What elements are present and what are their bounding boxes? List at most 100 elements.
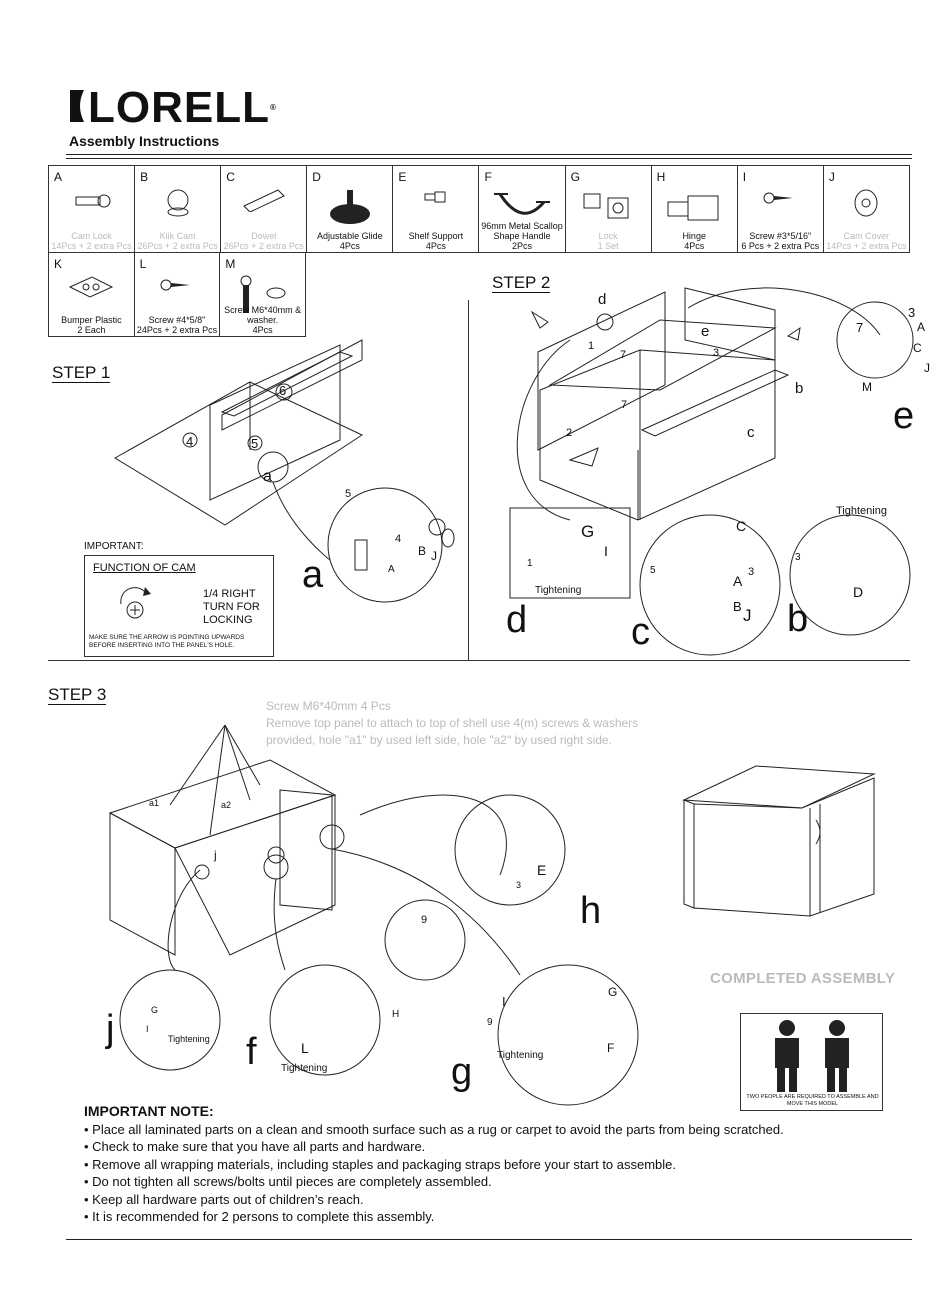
step1-label-b: B bbox=[418, 544, 427, 558]
step2-e-label-a: A bbox=[917, 320, 926, 334]
step3-j-tightening: Tightening bbox=[168, 1034, 210, 1044]
step3-instruction-3: provided, hole "a1" by used left side, h… bbox=[266, 733, 612, 747]
important-title: IMPORTANT: bbox=[84, 541, 144, 552]
part-letter: F bbox=[484, 170, 492, 184]
cam-function-note: MAKE SURE THE ARROW IS POINTING UPWARDS … bbox=[89, 634, 245, 649]
step1-num6: 6 bbox=[279, 383, 287, 398]
part-qty: 4Pcs bbox=[684, 241, 705, 251]
step2-d-tightening: Tightening bbox=[535, 585, 582, 596]
brand-logo: LORELL® bbox=[66, 86, 277, 130]
part-qty: 4Pcs bbox=[425, 241, 446, 251]
step1-callout-a: a bbox=[263, 468, 272, 485]
step2-e-label-j: J bbox=[924, 361, 930, 375]
part-letter: B bbox=[140, 170, 149, 184]
important-notes: IMPORTANT NOTE: • Place all laminated pa… bbox=[84, 1103, 884, 1225]
registered-mark: ® bbox=[269, 103, 277, 112]
step2-callout-d: d bbox=[598, 291, 607, 308]
part-qty: 14Pcs + 2 extra Pcs bbox=[826, 241, 907, 251]
step3-detail-h: h bbox=[580, 890, 602, 932]
cam-rotate-icon bbox=[115, 587, 151, 620]
part-letter: G bbox=[570, 170, 580, 184]
step3-j-label-i: I bbox=[146, 1024, 149, 1034]
step2-c-label-b: B bbox=[733, 599, 742, 614]
step3-instruction-2: Remove top panel to attach to top of she… bbox=[266, 716, 639, 730]
step3-detail-j: j bbox=[106, 1008, 115, 1050]
cam-line-2: TURN FOR bbox=[203, 601, 260, 613]
part-qty: 1 Set bbox=[597, 241, 619, 251]
part-name: Shelf Support bbox=[408, 231, 464, 241]
step2-detail-b: b bbox=[787, 598, 809, 640]
part-letter: K bbox=[54, 257, 63, 271]
part-letter: C bbox=[226, 170, 235, 184]
cam-line-3: LOCKING bbox=[203, 614, 253, 626]
two-people-warning: TWO PEOPLE ARE REQUIRED TO ASSEMBLE AND … bbox=[740, 1013, 883, 1111]
document-subtitle: Assembly Instructions bbox=[69, 133, 220, 149]
cam-function-box: FUNCTION OF CAM 1/4 RIGHT TURN FOR LOCKI… bbox=[84, 555, 274, 657]
step2-c-label-j: J bbox=[743, 606, 752, 625]
note-item-5: • Keep all hardware parts out of childre… bbox=[84, 1191, 364, 1207]
step2-c-label-a: A bbox=[733, 573, 743, 589]
step3-g-label-g: G bbox=[608, 985, 618, 999]
step3-g-label-f: F bbox=[607, 1041, 615, 1055]
step2-e-label-m: M bbox=[862, 380, 872, 394]
part-letter: I bbox=[742, 170, 747, 184]
part-qty: 6 Pcs + 2 extra Pcs bbox=[741, 241, 820, 251]
part-name: Screw #3*5/16" bbox=[749, 231, 812, 241]
step1-detail-a: a bbox=[302, 554, 324, 596]
header-rule bbox=[66, 154, 912, 155]
step2-bottom-rule bbox=[48, 660, 910, 661]
part-letter: D bbox=[312, 170, 321, 184]
cam-lock-icon bbox=[72, 188, 112, 219]
step2-diagram bbox=[470, 280, 945, 660]
part-qty: 4Pcs bbox=[339, 241, 360, 251]
part-name: Dowel bbox=[251, 231, 277, 241]
part-qty: 4Pcs bbox=[252, 325, 273, 335]
step1-label-a-part: A bbox=[388, 564, 395, 575]
step3-title: STEP 3 bbox=[48, 685, 107, 705]
cam-cover-icon bbox=[851, 188, 881, 223]
step1-diagram bbox=[100, 330, 470, 650]
completed-assembly-label: COMPLETED ASSEMBLY bbox=[710, 970, 896, 987]
step3-j-label-g: G bbox=[151, 1005, 159, 1015]
step-divider bbox=[468, 300, 469, 660]
part-cell-i: I Screw #3*5/16"6 Pcs + 2 extra Pcs bbox=[738, 166, 824, 252]
part-letter: L bbox=[139, 257, 147, 271]
step3-callout-j: j bbox=[214, 848, 217, 862]
step2-detail-e: e bbox=[893, 395, 915, 437]
step2-d-label-g: G bbox=[581, 522, 595, 541]
part-name: Cam Cover bbox=[843, 231, 890, 241]
note-item-1: • Place all laminated parts on a clean a… bbox=[84, 1122, 784, 1137]
step2-d-label-i: I bbox=[604, 543, 608, 559]
step2-num3: 3 bbox=[713, 347, 720, 359]
step2-callout-c: c bbox=[747, 424, 755, 441]
bolt-washer-icon bbox=[236, 275, 290, 320]
step2-num2: 2 bbox=[566, 427, 573, 439]
two-people-text: TWO PEOPLE ARE REQUIRED TO ASSEMBLE AND … bbox=[746, 1094, 879, 1107]
step2-c-label-c: C bbox=[736, 518, 747, 534]
part-letter: H bbox=[656, 170, 666, 184]
step3-g-label-i: I bbox=[502, 994, 506, 1009]
notes-title: IMPORTANT NOTE: bbox=[84, 1103, 214, 1119]
part-qty: 2Pcs bbox=[512, 241, 533, 251]
footer-rule bbox=[66, 1239, 912, 1240]
cam-function-title: FUNCTION OF CAM bbox=[93, 562, 196, 574]
step3-diagram bbox=[100, 715, 700, 1110]
part-name: Bumper Plastic bbox=[61, 315, 122, 325]
dowel-icon bbox=[240, 188, 288, 217]
step2-b-tightening: Tightening bbox=[836, 505, 887, 517]
step3-hole-a1: a1 bbox=[149, 798, 160, 808]
step2-c-num5: 5 bbox=[650, 565, 656, 576]
note-item-3: • Remove all wrapping materials, includi… bbox=[84, 1156, 677, 1172]
part-name: Cam Lock bbox=[71, 231, 112, 241]
note-item-6: • It is recommended for 2 persons to com… bbox=[84, 1209, 435, 1225]
step2-e-num3: 3 bbox=[908, 305, 916, 320]
step3-g-tightening: Tightening bbox=[497, 1050, 544, 1061]
step2-b-num3: 3 bbox=[795, 552, 801, 563]
cam-line-1: 1/4 RIGHT bbox=[203, 588, 256, 600]
